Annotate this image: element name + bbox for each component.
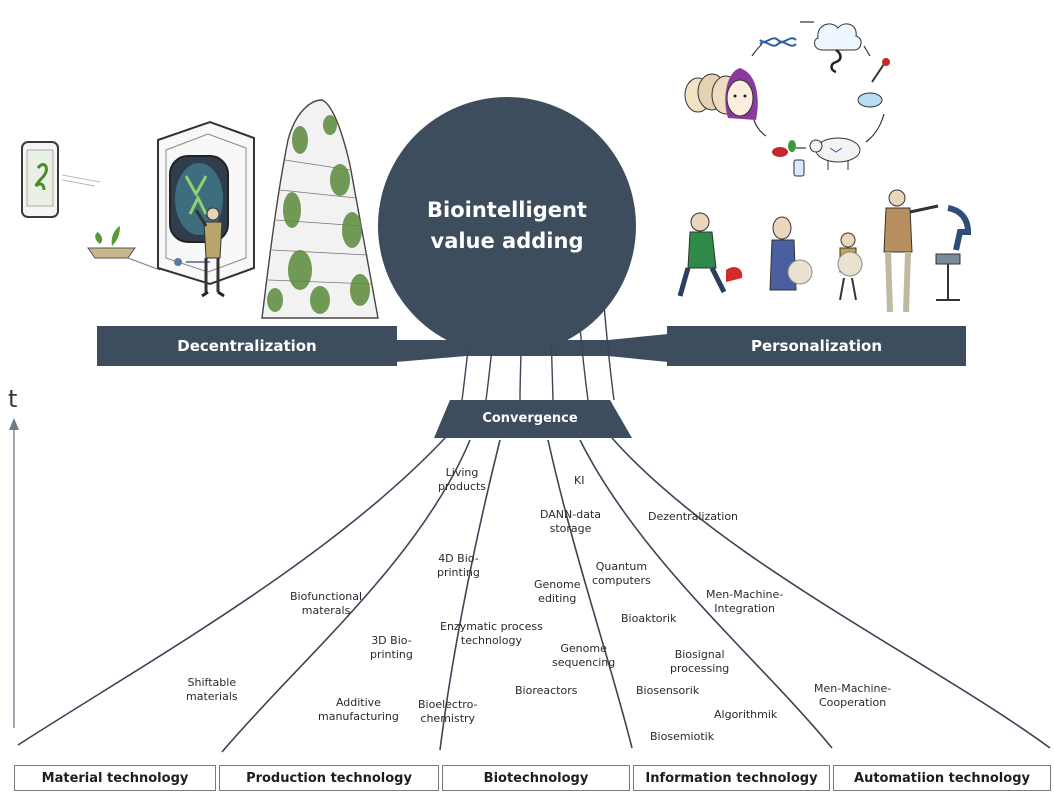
sheep-icon [809,137,861,170]
decentralization-bar: Decentralization [97,326,397,366]
label-3d-bioprinting: 3D Bio-printing [370,634,413,661]
center-circle: Biointelligent value adding [378,97,636,355]
bioreactor-unit-illustration [157,120,255,286]
label-ki: KI [574,474,585,487]
cycle-arrows [751,21,885,149]
category-automation-technology: Automatiion technology [833,765,1051,791]
pipette-icon [871,58,890,83]
plant-sprout-icon [87,226,161,271]
vertical-farm-tower-illustration [261,99,379,319]
personalization-bar: Personalization [667,326,966,366]
label-dezentralization: Dezentralization [648,510,739,523]
label-bioreactors: Bioreactors [515,684,578,697]
personalization-label: Personalization [750,337,883,355]
person-figure-left [194,207,225,298]
label-bioelectrochemistry: Bioelectro-chemistry [418,698,478,725]
center-title-line2: value adding [430,229,584,253]
time-axis-arrow-icon [9,418,19,430]
smartphone-illustration [21,141,101,218]
label-men-machine-integration: Men-Machine-Integration [706,588,784,615]
time-axis-label: t [8,385,18,413]
label-men-machine-cooperation: Men-Machine-Cooperation [814,682,892,709]
persons-sitting-illustration [677,189,972,313]
convergence-label: Convergence [482,410,578,426]
category-production-technology: Production technology [219,765,439,791]
convergence-shape [434,400,632,438]
label-biosemiotik: Biosemiotik [650,730,715,743]
right-connector [608,334,668,362]
left-connector [396,340,466,362]
category-biotechnology: Biotechnology [442,765,630,791]
category-information-technology: Information technology [633,765,830,791]
label-biosensorik: Biosensorik [636,684,700,697]
petri-dish-icon [857,92,883,108]
cloud-icon [814,23,862,74]
dna-strand-icon [759,37,797,47]
convergence-label-box: Convergence [450,401,610,435]
label-4d-bioprinting: 4D Bio-printing [437,552,480,579]
center-title-line1: Biointelligent [427,198,587,222]
decentralization-label: Decentralization [177,337,317,355]
cells-icon [772,140,805,177]
label-algorithmik: Algorithmik [714,708,778,721]
label-bioaktorik: Bioaktorik [621,612,677,625]
category-material-technology: Material technology [14,765,216,791]
faces-group-illustration [684,68,758,120]
fan-lines [17,437,1051,753]
